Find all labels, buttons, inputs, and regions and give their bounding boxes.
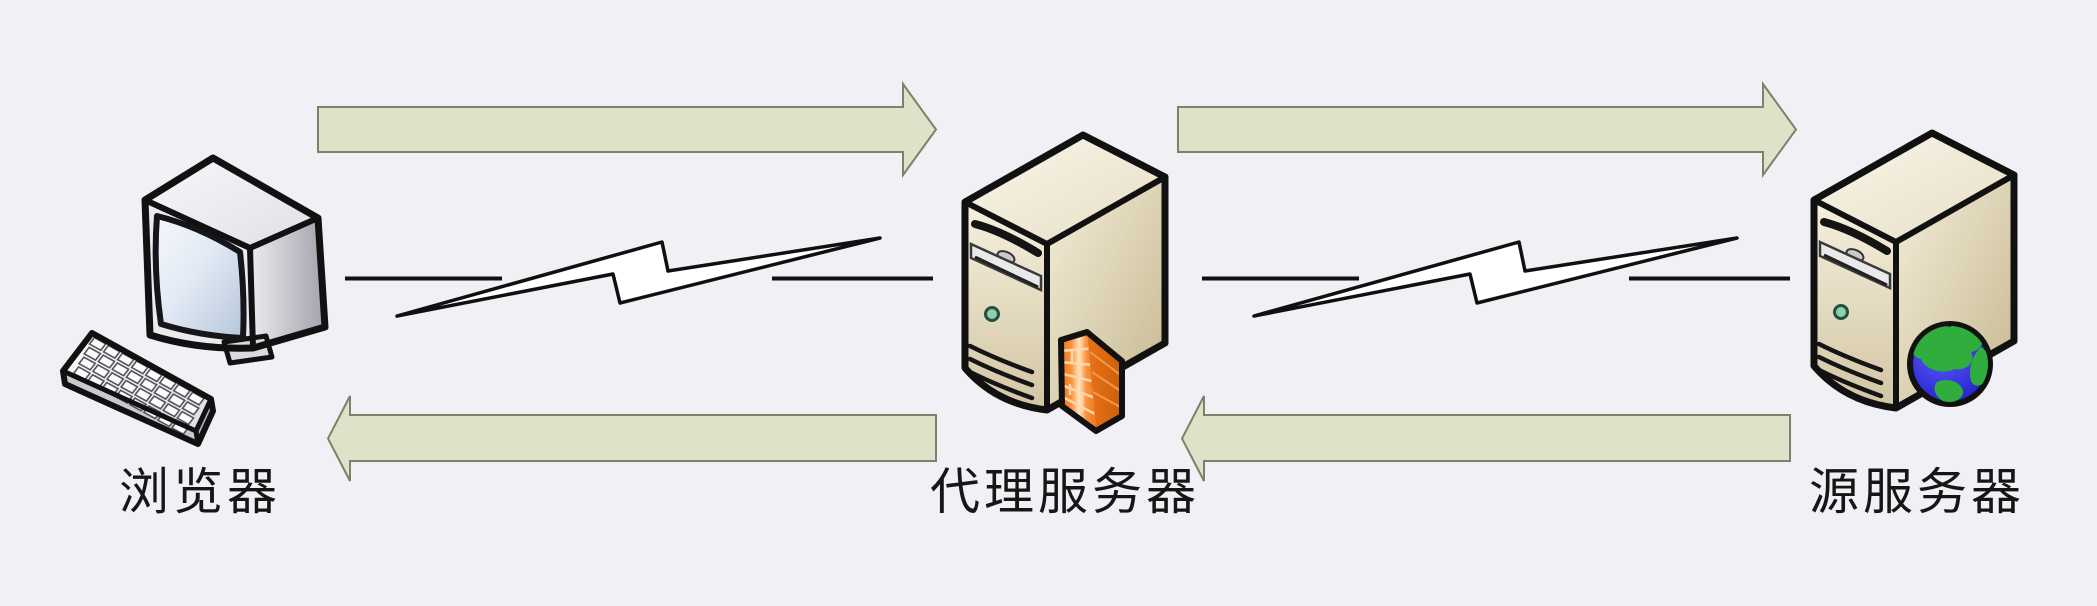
desktop-computer-icon xyxy=(63,154,329,444)
response-arrow-proxy-to-browser xyxy=(327,395,937,482)
globe-icon xyxy=(1907,321,1993,407)
request-arrow-proxy-to-origin xyxy=(1177,83,1797,176)
request-arrow-browser-to-proxy xyxy=(317,83,937,176)
monitor-icon xyxy=(141,154,329,366)
firewall-icon xyxy=(1058,329,1125,434)
proxy-server-icon xyxy=(965,135,1165,434)
proxy-server-label: 代理服务器 xyxy=(930,464,1200,520)
lightning-link-proxy-origin xyxy=(1200,236,1792,318)
browser-label: 浏览器 xyxy=(119,464,281,520)
origin-server-label: 源服务器 xyxy=(1809,464,2025,520)
monitor-screen xyxy=(152,213,247,341)
origin-server-icon xyxy=(1814,133,2014,408)
keyboard-icon xyxy=(63,333,213,444)
response-arrow-origin-to-proxy xyxy=(1181,395,1791,482)
lightning-link-browser-proxy xyxy=(343,236,935,318)
